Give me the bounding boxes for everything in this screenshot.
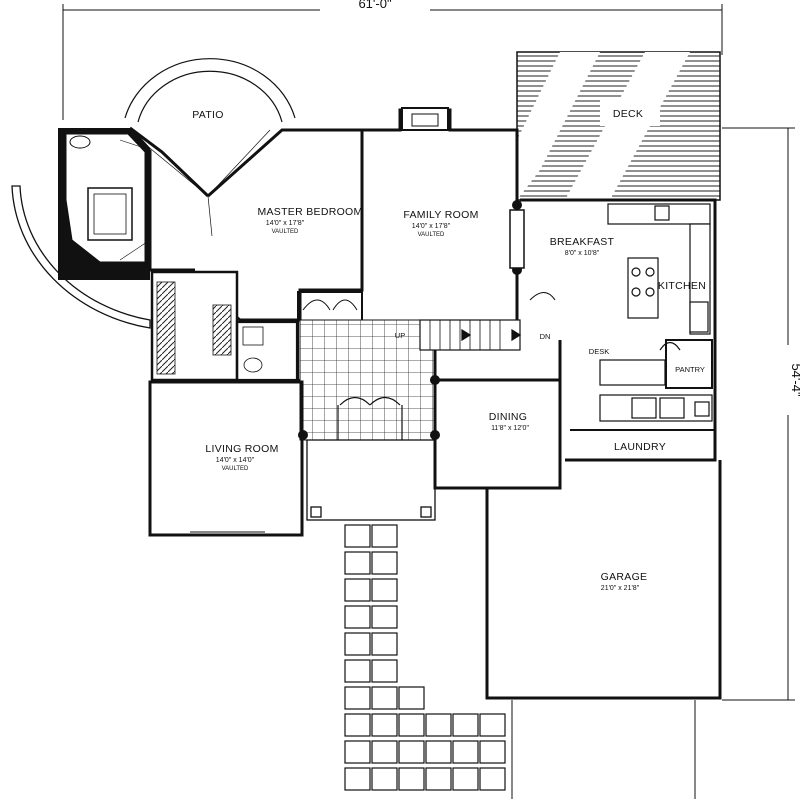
foyer-tile — [299, 319, 436, 441]
family-room-label: FAMILY ROOM — [403, 209, 478, 221]
master-bath — [58, 128, 151, 280]
living-room-size: 14'0" x 14'0" — [216, 457, 255, 464]
deck-label: DECK — [613, 108, 643, 120]
garage-size: 21'0" x 21'8" — [601, 585, 640, 592]
garage — [485, 460, 722, 700]
family-room-note: VAULTED — [418, 232, 445, 238]
master-bedroom-label: MASTER BEDROOM — [257, 206, 362, 218]
deck-area — [516, 51, 721, 201]
pantry-label: PANTRY — [675, 365, 705, 374]
staircase — [419, 319, 560, 382]
overall-width-label: 61'-0" — [358, 0, 392, 11]
stairs-down-label: DN — [540, 332, 551, 341]
overall-depth-label: 54'-4" — [789, 363, 800, 397]
laundry-label: LAUNDRY — [614, 441, 666, 453]
front-porch — [306, 439, 436, 521]
living-room-note: VAULTED — [222, 466, 249, 472]
living-room — [148, 380, 304, 537]
master-bedroom-size: 14'0" x 17'8" — [266, 220, 305, 227]
master-bedroom — [128, 126, 364, 322]
desk-pantry — [599, 339, 713, 389]
stairs-up-label: UP — [395, 331, 405, 340]
laundry-fixtures — [599, 394, 713, 422]
family-room-size: 14'0" x 17'8" — [412, 223, 451, 230]
fireplace-icon — [401, 107, 449, 131]
patio-label: PATIO — [192, 109, 223, 121]
desk-label: DESK — [589, 347, 609, 356]
dining-room — [433, 380, 562, 490]
breakfast-label: BREAKFAST — [550, 236, 615, 248]
dining-size: 11'8" x 12'0" — [491, 425, 529, 432]
curved-garden-wall — [11, 185, 151, 329]
family-room — [362, 108, 519, 320]
kitchen-counters — [607, 203, 711, 335]
breakfast-size: 8'0" x 10'8" — [565, 250, 600, 257]
dining-label: DINING — [489, 411, 528, 423]
patio-area — [124, 58, 296, 123]
walkway-pavers — [344, 524, 506, 791]
master-bedroom-note: VAULTED — [272, 229, 299, 235]
kitchen-label: KITCHEN — [658, 280, 706, 292]
walk-in-closet — [150, 270, 239, 382]
garage-label: GARAGE — [601, 571, 648, 583]
living-room-label: LIVING ROOM — [205, 443, 278, 455]
hall-bath — [235, 320, 299, 382]
